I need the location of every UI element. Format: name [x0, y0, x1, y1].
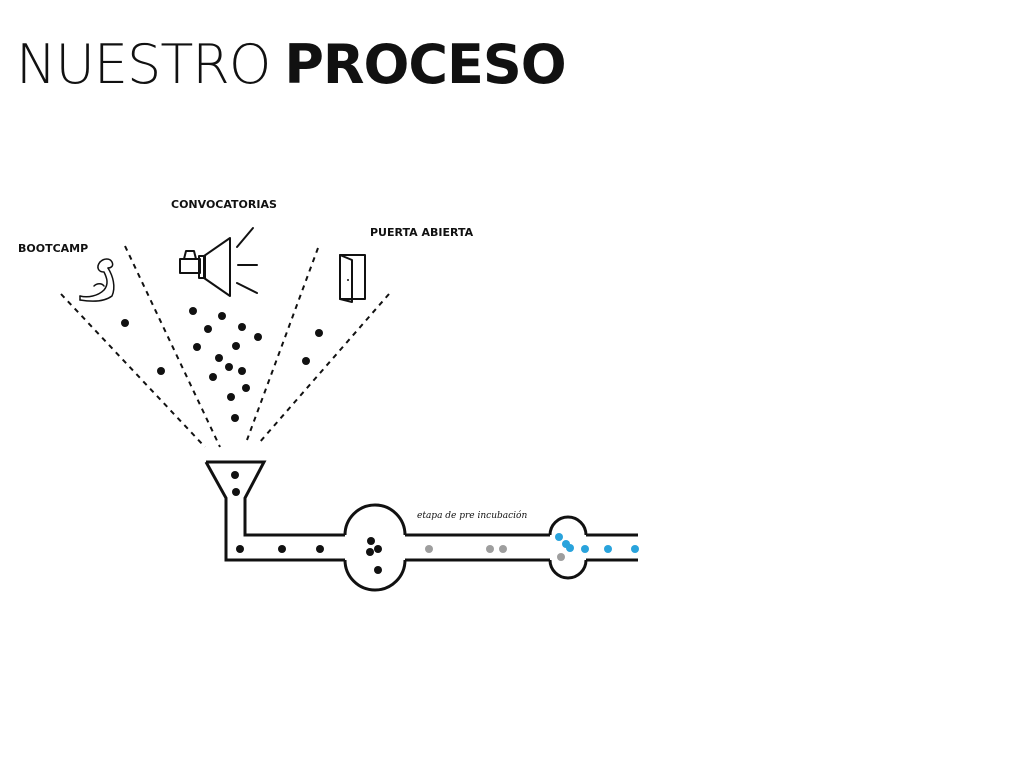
dot — [232, 342, 240, 350]
dot — [121, 319, 129, 327]
pipe-dots-gray — [425, 545, 565, 561]
dot — [227, 393, 235, 401]
dot — [315, 329, 323, 337]
dot — [555, 533, 563, 541]
title-bold: PROCESO — [284, 33, 566, 96]
source-label-puerta-abierta: PUERTA ABIERTA — [370, 226, 474, 239]
funnel — [204, 460, 345, 562]
dot — [374, 566, 382, 574]
dot — [242, 384, 250, 392]
dot — [278, 545, 286, 553]
dot — [193, 343, 201, 351]
dot — [209, 373, 217, 381]
ray — [60, 293, 206, 448]
stage-label: etapa de pre incubación — [417, 511, 528, 521]
dot — [316, 545, 324, 553]
dot — [499, 545, 507, 553]
dot — [367, 537, 375, 545]
dot — [225, 363, 233, 371]
source-label-bootcamp: BOOTCAMP — [18, 242, 89, 255]
dot — [236, 545, 244, 553]
dot — [374, 545, 382, 553]
incoming-dots — [121, 307, 323, 422]
dot — [204, 325, 212, 333]
source-label-convocatorias: CONVOCATORIAS — [171, 198, 277, 211]
dot — [189, 307, 197, 315]
megaphone-icon — [179, 227, 258, 297]
flexed-arm-icon — [79, 258, 115, 302]
ray — [258, 293, 390, 444]
ray — [246, 247, 319, 441]
pipe — [343, 503, 638, 592]
dot — [231, 471, 239, 479]
dot — [566, 544, 574, 552]
dot — [157, 367, 165, 375]
dot — [486, 545, 494, 553]
dot — [231, 414, 239, 422]
dot — [557, 553, 565, 561]
title-light: NUESTRO — [16, 33, 271, 96]
dot — [581, 545, 589, 553]
dot — [254, 333, 262, 341]
dot — [215, 354, 223, 362]
pipe-dots-black — [231, 471, 382, 574]
funnel-rays — [60, 245, 390, 448]
dot — [302, 357, 310, 365]
dot — [425, 545, 433, 553]
dot — [218, 312, 226, 320]
dot — [366, 548, 374, 556]
ray — [124, 245, 221, 448]
dot — [631, 545, 639, 553]
dot — [238, 367, 246, 375]
dot — [604, 545, 612, 553]
dot — [232, 488, 240, 496]
pipe-dots-blue — [555, 533, 639, 553]
dot — [238, 323, 246, 331]
door-icon — [339, 254, 366, 303]
